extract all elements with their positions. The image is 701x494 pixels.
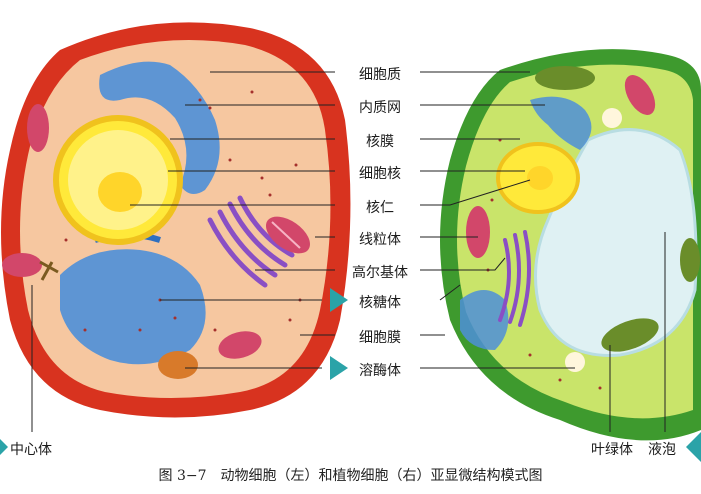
marker-lysosome bbox=[330, 356, 348, 380]
marker-vacuole bbox=[686, 432, 701, 462]
marker-triangles bbox=[0, 288, 701, 462]
label-cytoplasm: 细胞质 bbox=[359, 67, 401, 83]
label-cell-membrane: 细胞膜 bbox=[359, 330, 401, 346]
marker-ribosome bbox=[330, 288, 348, 312]
plant-vesicle-lower bbox=[565, 352, 585, 372]
animal-er-upper bbox=[99, 61, 220, 195]
plant-er-lower bbox=[460, 290, 509, 350]
label-nuclear-membrane: 核膜 bbox=[366, 134, 394, 150]
label-centrosome: 中心体 bbox=[10, 442, 52, 458]
label-chloroplast: 叶绿体 bbox=[591, 442, 633, 458]
marker-centrosome bbox=[0, 439, 8, 455]
animal-er-lower bbox=[60, 249, 206, 365]
animal-centrosome bbox=[39, 260, 59, 281]
plant-golgi bbox=[498, 230, 531, 327]
plant-cell bbox=[440, 49, 701, 441]
label-nucleus: 细胞核 bbox=[359, 166, 401, 182]
label-mitochondria: 线粒体 bbox=[359, 232, 401, 248]
label-nucleolus: 核仁 bbox=[366, 200, 394, 216]
plant-chloroplasts bbox=[535, 66, 700, 352]
plant-er bbox=[530, 96, 592, 150]
animal-mitochondria bbox=[2, 104, 310, 359]
animal-nucleolus bbox=[98, 172, 142, 212]
label-er: 内质网 bbox=[359, 100, 401, 116]
leader-lines bbox=[31, 71, 666, 432]
plant-vesicle-upper bbox=[602, 108, 622, 128]
plant-mitochondria bbox=[466, 75, 656, 258]
label-lysosome: 溶酶体 bbox=[359, 363, 401, 379]
label-vacuole: 液泡 bbox=[648, 442, 676, 458]
animal-lysosome bbox=[158, 351, 198, 379]
label-ribosome: 核糖体 bbox=[359, 295, 401, 311]
figure-caption: 图 3−7 动物细胞（左）和植物细胞（右）亚显微结构模式图 bbox=[158, 468, 543, 484]
plant-nucleolus bbox=[527, 166, 553, 190]
animal-cell bbox=[1, 22, 351, 418]
label-golgi: 高尔基体 bbox=[352, 265, 408, 281]
animal-ribosomes bbox=[64, 90, 302, 332]
